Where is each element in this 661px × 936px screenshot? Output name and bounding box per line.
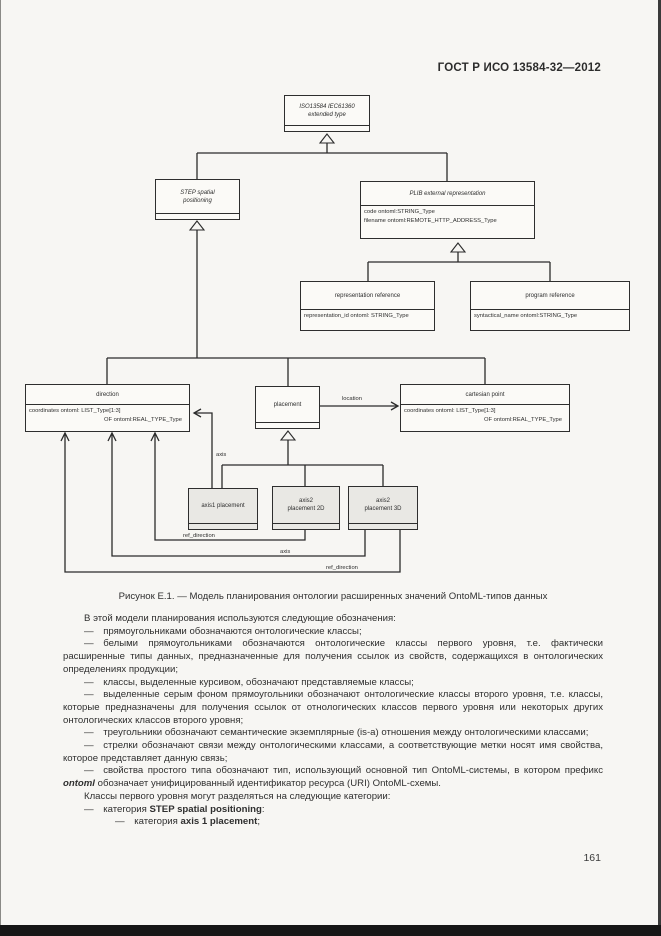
label-axis: axis — [280, 549, 290, 555]
arrow-up-icon — [107, 431, 117, 442]
connector-lines — [64, 143, 551, 573]
node-title-line: placement — [273, 401, 302, 408]
paragraph: — стрелки обозначают связи между онтолог… — [63, 740, 603, 764]
arrow-right-icon — [390, 401, 400, 411]
node-title: cartesian point — [401, 385, 569, 405]
node-attribute: coordinates ontoml: LIST_Type[1:3] — [29, 408, 121, 414]
node-extended-type: ISO13584 IEC61360 extended type — [284, 95, 370, 132]
node-bottom-strip — [285, 125, 369, 131]
figure-diagram: location axis ref_direction axis ref_dir… — [25, 95, 630, 573]
diagram-connectors: location axis ref_direction axis ref_dir… — [60, 133, 551, 573]
node-title-line: axis2 — [298, 498, 313, 504]
node-step-spatial-positioning: STEP spatial positioning — [155, 179, 240, 220]
node-attribute: syntactical_name ontoml:STRING_Type — [474, 313, 578, 319]
paragraph: — классы, выделенные курсивом, обозначаю… — [84, 676, 414, 688]
isa-triangles — [188, 133, 467, 441]
node-bottom-strip — [189, 523, 257, 529]
paragraph: В этой модели планирования используются … — [84, 613, 396, 624]
figure-caption: Рисунок Е.1. — Модель планирования онтол… — [118, 591, 548, 602]
label-axis: axis — [216, 452, 226, 458]
isa-triangle — [188, 220, 206, 231]
node-title-line: axis1 placement — [201, 503, 245, 509]
node-title-line: ISO13584 IEC61360 — [299, 103, 355, 110]
node-axis2-placement-3d: axis2 placement 3D — [348, 486, 418, 530]
node-bottom-strip — [256, 422, 319, 428]
node-title-line: extended type — [308, 111, 346, 118]
node-representation-reference: representation reference representation_… — [300, 281, 435, 331]
node-attribute: coordinates ontoml: LIST_Type[1:3] — [404, 408, 496, 414]
node-bottom-strip — [273, 523, 339, 529]
node-attribute: OF ontoml:REAL_TYPE_Type — [104, 416, 182, 423]
label-location: location — [342, 396, 362, 402]
node-title-line: placement 2D — [287, 506, 325, 512]
page-header: ГОСТ Р ИСО 13584-32—2012 — [437, 62, 601, 74]
paragraph: — выделенные серым фоном прямоугольники … — [63, 689, 603, 726]
paragraph: — категория axis 1 placement; — [115, 816, 260, 828]
node-attribute: code ontoml:STRING_Type — [364, 209, 435, 215]
node-plib-external-representation: PLIB external representation code ontoml… — [360, 181, 535, 239]
node-title: program reference — [471, 282, 629, 310]
arrowheads — [60, 401, 400, 442]
node-cartesian-point: cartesian point coordinates ontoml: LIST… — [400, 384, 570, 432]
scan-edge-left — [0, 0, 1, 936]
node-title-line: positioning — [183, 197, 212, 204]
paragraph: — свойства простого типа обозначают тип,… — [63, 765, 603, 790]
arrow-up-icon — [150, 431, 160, 442]
isa-triangle — [449, 242, 467, 253]
node-attribute: representation_id ontoml: STRING_Type — [304, 313, 409, 319]
node-attribute: filename ontoml:REMOTE_HTTP_ADDRESS_Type — [364, 217, 497, 224]
paragraph: Классы первого уровня могут разделяться … — [84, 790, 391, 802]
arrow-left-icon — [192, 408, 202, 418]
scan-edge-right — [658, 0, 661, 936]
label-ref-direction: ref_direction — [326, 565, 358, 571]
scan-edge-bottom — [0, 925, 661, 936]
paragraph: — прямоугольниками обозначаются онтологи… — [84, 625, 362, 637]
node-axis1-placement: axis1 placement — [188, 488, 258, 530]
label-ref-direction: ref_direction — [183, 533, 215, 539]
node-title-line: placement 3D — [364, 506, 402, 512]
body-text: В этой модели планирования используются … — [63, 613, 603, 829]
isa-triangle — [318, 133, 336, 144]
paragraph: — категория STEP spatial positioning: — [84, 803, 265, 815]
paragraph: — белыми прямоугольниками обозначаются о… — [63, 638, 603, 675]
arrow-up-icon — [60, 431, 70, 442]
node-title: direction — [26, 385, 189, 405]
node-title: PLIB external representation — [361, 182, 534, 206]
node-title-line: STEP spatial — [180, 189, 215, 196]
node-bottom-strip — [349, 523, 417, 529]
node-direction: direction coordinates ontoml: LIST_Type[… — [25, 384, 190, 432]
node-attribute: OF ontoml:REAL_TYPE_Type — [484, 416, 562, 423]
node-axis2-placement-2d: axis2 placement 2D — [272, 486, 340, 530]
node-title: representation reference — [301, 282, 434, 310]
paragraph: — треугольники обозначают семантические … — [84, 727, 589, 739]
connector-labels: location axis ref_direction axis ref_dir… — [183, 396, 362, 571]
node-bottom-strip — [156, 213, 239, 219]
page-number: 161 — [583, 852, 601, 864]
isa-triangle — [279, 430, 297, 441]
node-placement: placement — [255, 386, 320, 429]
node-program-reference: program reference syntactical_name ontom… — [470, 281, 630, 331]
node-title-line: axis2 — [375, 498, 390, 504]
